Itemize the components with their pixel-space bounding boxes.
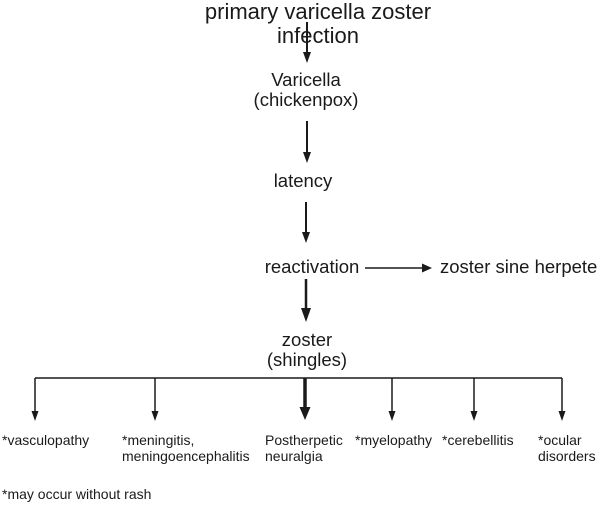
outcome-ocular-disorders: *ocular disorders (538, 432, 596, 464)
arrow-latency-to-reactivation-arrowhead (302, 232, 310, 243)
outcome-cerebellitis: *cerebellitis (442, 432, 514, 448)
node-zoster: zoster (shingles) (266, 329, 348, 370)
branch-postherpetic-arrowhead (299, 407, 311, 420)
arrow-reactivation-to-zoster-arrowhead (301, 308, 311, 322)
branch-meningitis-arrowhead (151, 411, 159, 421)
node-zoster-sine-herpete: zoster sine herpete (440, 256, 598, 277)
arrow-primary-to-varicella-arrowhead (303, 52, 311, 63)
branch-ocular-arrowhead (558, 411, 566, 421)
footnote: *may occur without rash (2, 486, 152, 502)
outcome-myelopathy: *myelopathy (355, 432, 433, 448)
arrow-reactivation-to-zoster-sine-herpete-arrowhead (422, 263, 432, 273)
arrow-varicella-to-latency-arrowhead (303, 152, 311, 163)
diagram-title: primary varicella zoster infection (204, 0, 432, 48)
branch-myelopathy-arrowhead (388, 411, 396, 421)
outcome-meningitis: *meningitis, meningoencephalitis (122, 432, 250, 464)
outcome-vasculopathy: *vasculopathy (2, 432, 90, 448)
node-latency: latency (273, 170, 333, 191)
outcome-postherpetic-neuralgia: Postherpetic neuralgia (265, 432, 343, 464)
branch-vasculopathy-arrowhead (31, 411, 39, 421)
branch-cerebellitis-arrowhead (470, 411, 478, 421)
node-reactivation: reactivation (264, 256, 360, 277)
node-varicella: Varicella (chickenpox) (253, 69, 359, 110)
